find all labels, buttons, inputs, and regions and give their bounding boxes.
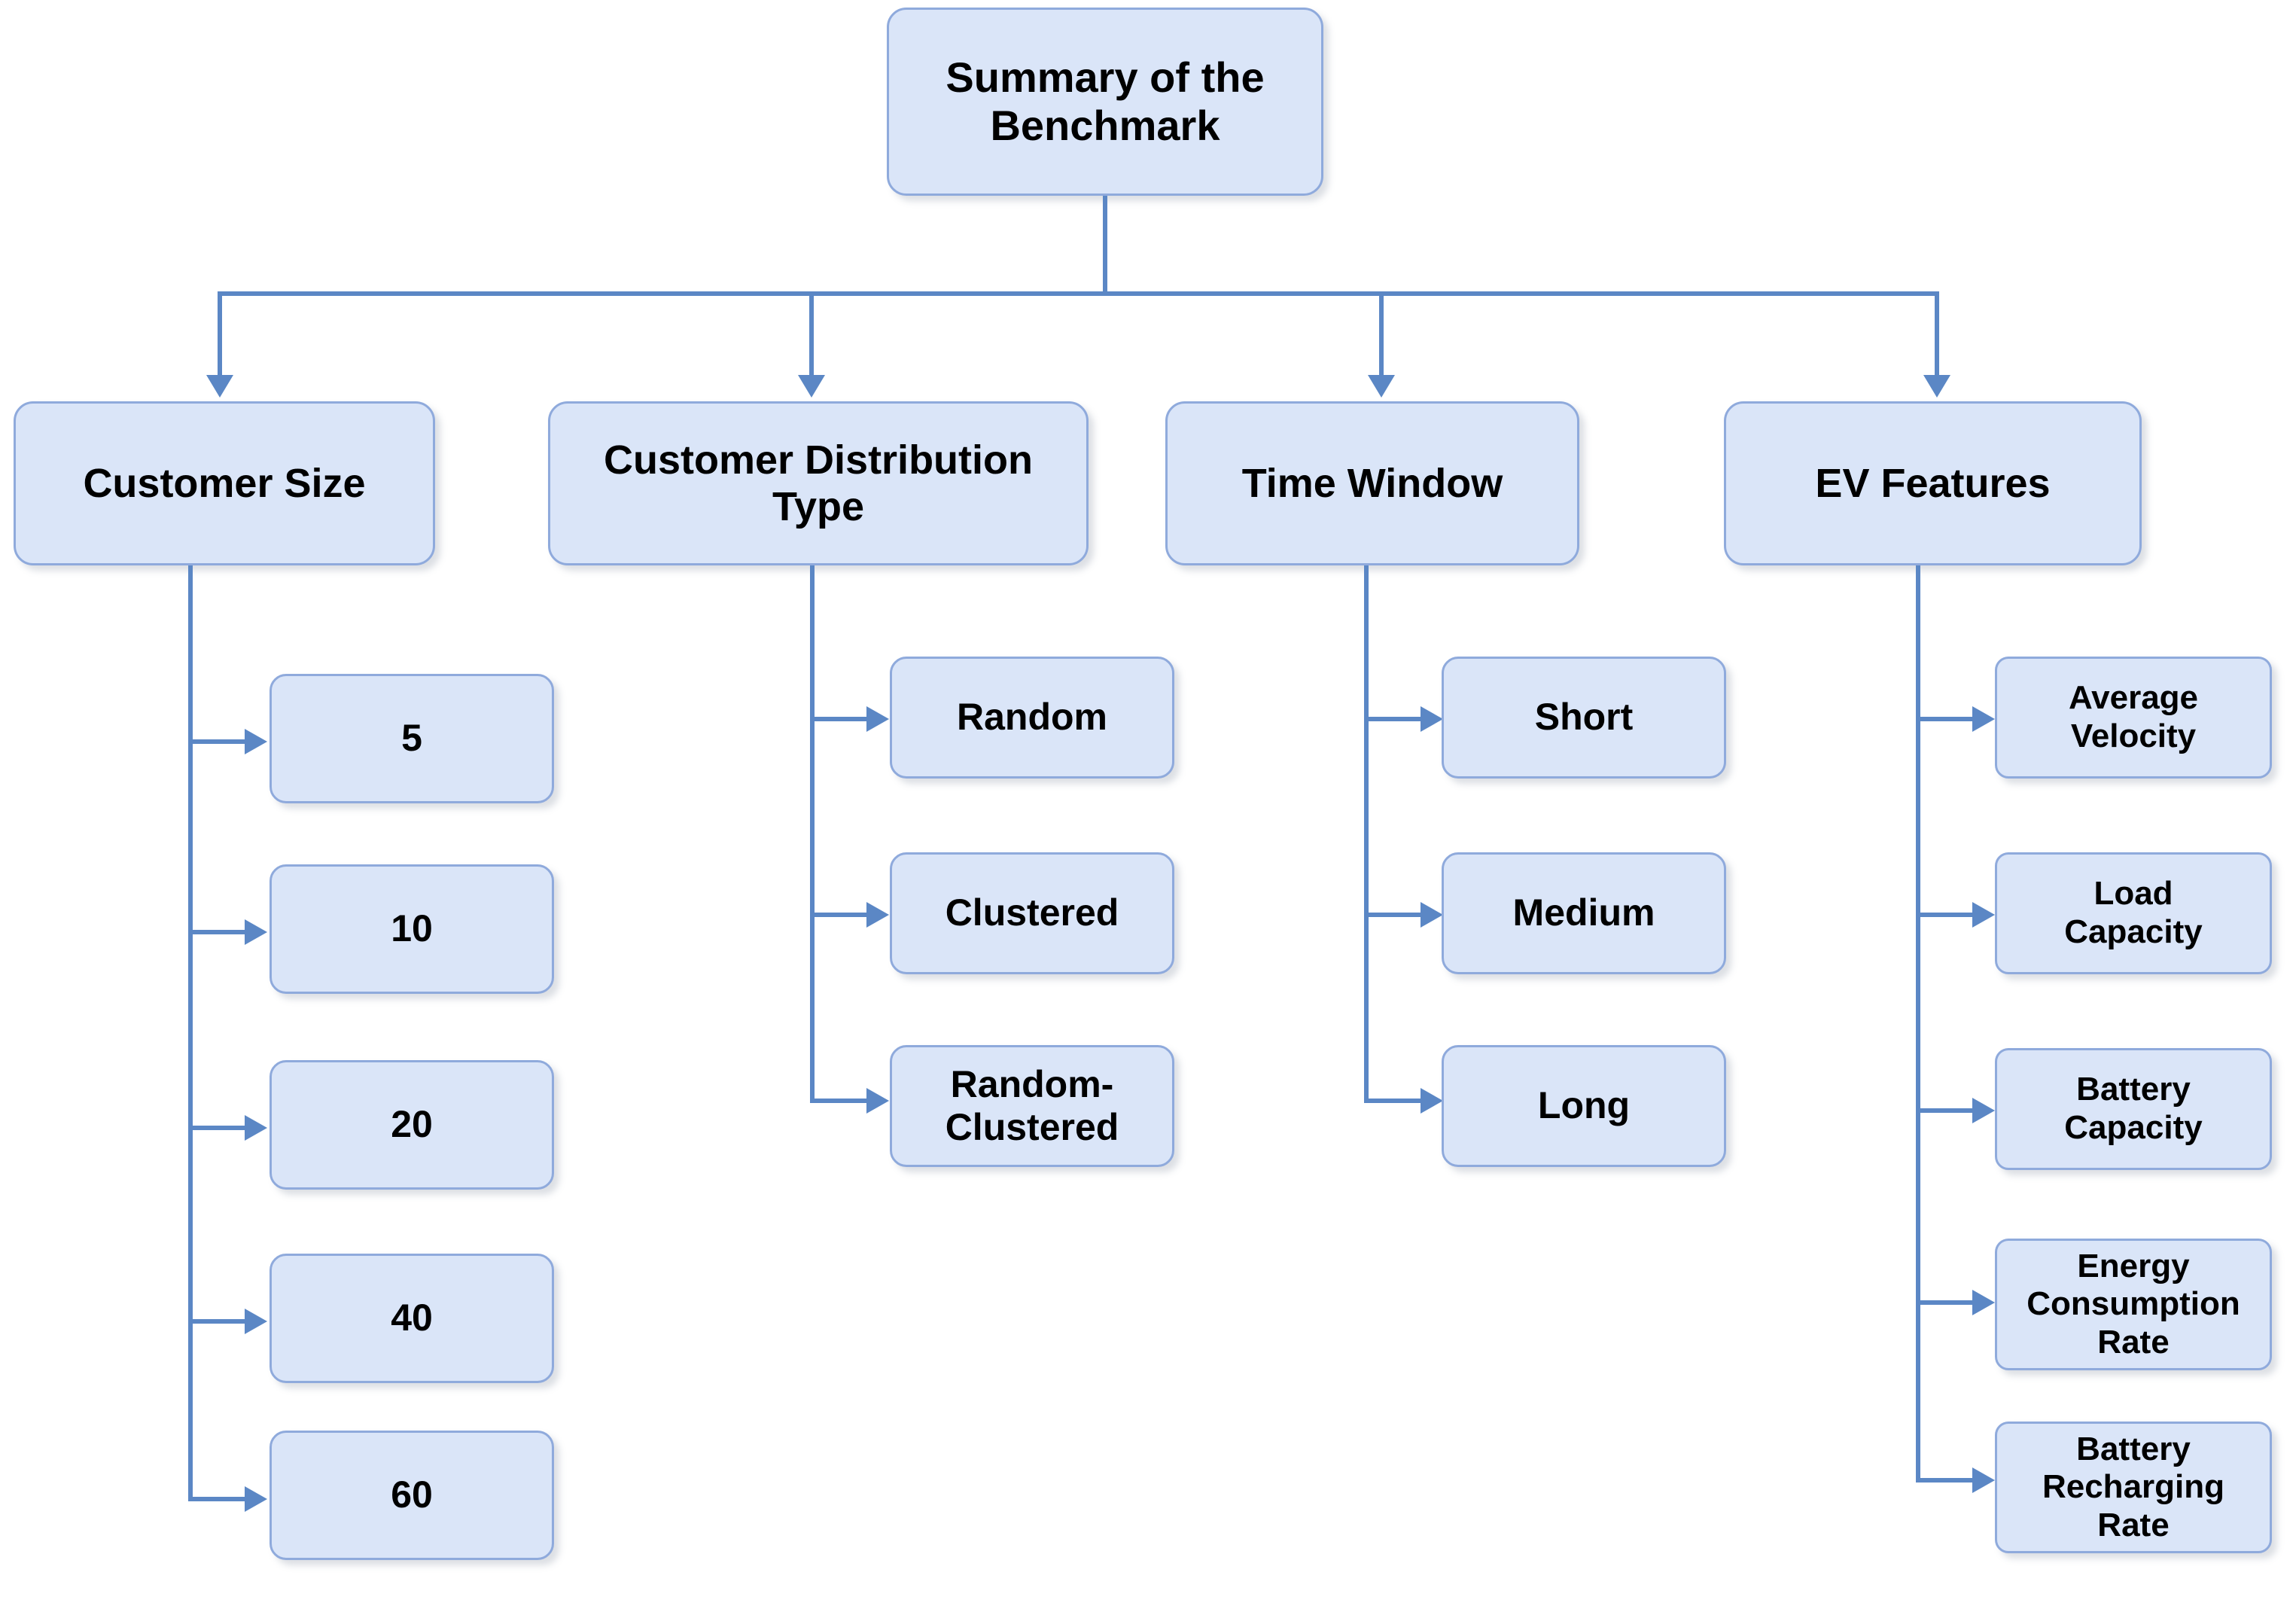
- connector-spur-customer-size-3: [188, 1126, 247, 1130]
- connector-spur-tw-3: [1364, 1099, 1423, 1103]
- node-category-ev-features: EV Features: [1724, 401, 2142, 565]
- node-label: Random- Clustered: [945, 1062, 1119, 1149]
- connector-trunk-ev-features: [1916, 565, 1920, 1480]
- node-label: 5: [401, 717, 422, 760]
- arrowhead-customer-distribution-type: [798, 375, 825, 398]
- arrowhead-tw-3: [1421, 1088, 1443, 1114]
- node-leaf-ev-battery-capacity: Battery Capacity: [1995, 1048, 2272, 1170]
- arrowhead-ev-features: [1923, 375, 1950, 398]
- node-label: Battery Recharging Rate: [2042, 1430, 2225, 1543]
- node-leaf-ev-battery-recharging-rate: Battery Recharging Rate: [1995, 1422, 2272, 1553]
- arrowhead-cdt-1: [866, 706, 889, 732]
- connector-spur-ev-4: [1916, 1300, 1975, 1305]
- connector-root-stem: [1103, 196, 1107, 294]
- node-label: Load Capacity: [2064, 875, 2203, 950]
- connector-root-bus: [220, 291, 1939, 296]
- node-leaf-time-window-medium: Medium: [1442, 852, 1726, 974]
- connector-spur-customer-size-1: [188, 739, 247, 744]
- node-leaf-customer-size-10: 10: [269, 864, 554, 994]
- node-leaf-time-window-long: Long: [1442, 1045, 1726, 1167]
- node-label: 10: [391, 907, 433, 950]
- node-label: Average Velocity: [2068, 679, 2199, 754]
- arrowhead-customer-size-1: [245, 729, 267, 754]
- connector-trunk-customer-size: [188, 565, 193, 1499]
- connector-spur-ev-5: [1916, 1478, 1975, 1482]
- connector-spur-customer-size-4: [188, 1319, 247, 1324]
- arrowhead-time-window: [1368, 375, 1395, 398]
- node-label: Clustered: [945, 891, 1119, 934]
- node-category-time-window: Time Window: [1165, 401, 1579, 565]
- node-leaf-customer-size-20: 20: [269, 1060, 554, 1190]
- node-label: Energy Consumption Rate: [2027, 1247, 2240, 1361]
- node-label: Customer Size: [83, 460, 366, 506]
- node-label: EV Features: [1815, 460, 2051, 506]
- node-label: Customer Distribution Type: [603, 437, 1033, 529]
- connector-spur-cdt-3: [810, 1099, 869, 1103]
- arrowhead-customer-size-4: [245, 1309, 267, 1334]
- node-label: 20: [391, 1103, 433, 1146]
- node-leaf-ev-load-capacity: Load Capacity: [1995, 852, 2272, 974]
- arrowhead-ev-4: [1972, 1290, 1995, 1315]
- arrowhead-tw-2: [1421, 902, 1443, 928]
- arrowhead-customer-size-5: [245, 1486, 267, 1512]
- node-leaf-distribution-random: Random: [890, 657, 1174, 779]
- connector-spur-customer-size-5: [188, 1497, 247, 1501]
- connector-spur-ev-2: [1916, 913, 1975, 917]
- connector-spur-ev-1: [1916, 717, 1975, 721]
- node-label: Medium: [1512, 891, 1655, 934]
- arrowhead-customer-size-2: [245, 919, 267, 945]
- connector-drop-customer-distribution-type: [809, 291, 814, 378]
- arrowhead-ev-1: [1972, 706, 1995, 732]
- arrowhead-tw-1: [1421, 706, 1443, 732]
- arrowhead-customer-size: [206, 375, 233, 398]
- node-leaf-ev-average-velocity: Average Velocity: [1995, 657, 2272, 779]
- node-label: 60: [391, 1473, 433, 1516]
- arrowhead-cdt-3: [866, 1088, 889, 1114]
- node-label: Battery Capacity: [2064, 1071, 2203, 1146]
- connector-spur-tw-1: [1364, 717, 1423, 721]
- node-leaf-distribution-random-clustered: Random- Clustered: [890, 1045, 1174, 1167]
- arrowhead-customer-size-3: [245, 1115, 267, 1141]
- node-category-customer-distribution-type: Customer Distribution Type: [548, 401, 1089, 565]
- arrowhead-cdt-2: [866, 902, 889, 928]
- connector-spur-ev-3: [1916, 1108, 1975, 1113]
- connector-drop-ev-features: [1935, 291, 1939, 378]
- node-leaf-time-window-short: Short: [1442, 657, 1726, 779]
- node-root-summary-of-the-benchmark: Summary of the Benchmark: [887, 8, 1323, 196]
- node-leaf-distribution-clustered: Clustered: [890, 852, 1174, 974]
- connector-trunk-time-window: [1364, 565, 1369, 1101]
- connector-drop-time-window: [1379, 291, 1384, 378]
- arrowhead-ev-3: [1972, 1098, 1995, 1123]
- node-label: Time Window: [1241, 460, 1503, 506]
- arrowhead-ev-2: [1972, 902, 1995, 928]
- node-label: 40: [391, 1297, 433, 1339]
- node-leaf-customer-size-60: 60: [269, 1431, 554, 1560]
- connector-drop-customer-size: [218, 291, 222, 378]
- node-label: Short: [1534, 696, 1634, 739]
- node-label: Summary of the Benchmark: [946, 53, 1265, 149]
- connector-spur-cdt-2: [810, 913, 869, 917]
- node-category-customer-size: Customer Size: [14, 401, 435, 565]
- connector-spur-cdt-1: [810, 717, 869, 721]
- arrowhead-ev-5: [1972, 1467, 1995, 1493]
- connector-spur-tw-2: [1364, 913, 1423, 917]
- node-leaf-ev-energy-consumption-rate: Energy Consumption Rate: [1995, 1239, 2272, 1370]
- node-leaf-customer-size-5: 5: [269, 674, 554, 803]
- node-label: Long: [1537, 1084, 1631, 1127]
- node-leaf-customer-size-40: 40: [269, 1254, 554, 1383]
- node-label: Random: [957, 696, 1107, 739]
- connector-trunk-customer-distribution-type: [810, 565, 815, 1101]
- connector-spur-customer-size-2: [188, 930, 247, 934]
